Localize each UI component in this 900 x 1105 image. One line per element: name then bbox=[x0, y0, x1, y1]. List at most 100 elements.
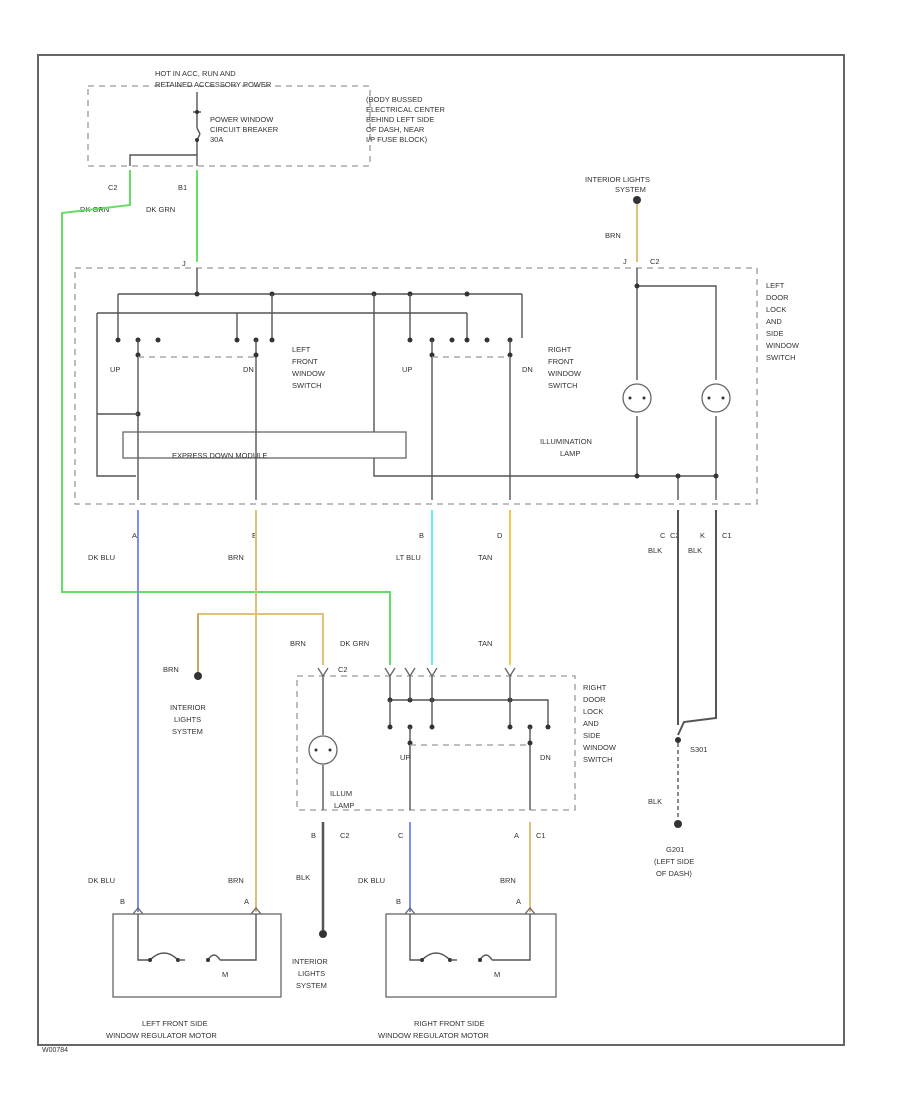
ground-loc-1: (LEFT SIDE bbox=[654, 857, 694, 866]
breaker-label-2: CIRCUIT BREAKER bbox=[210, 125, 279, 134]
right-switch-title-7: SWITCH bbox=[583, 755, 613, 764]
right-switch-pin-a: A bbox=[514, 831, 519, 840]
left-switch-title-1: LEFT bbox=[766, 281, 785, 290]
interior-lights-mid: BRN INTERIOR LIGHTS SYSTEM bbox=[163, 665, 206, 736]
left-motor-m: M bbox=[222, 970, 228, 979]
interior-bottom-label-2: LIGHTS bbox=[298, 969, 325, 978]
location-line-1: (BODY BUSSED bbox=[366, 95, 423, 104]
interior-mid-label-1: INTERIOR bbox=[170, 703, 206, 712]
pin-c2-left: C2 bbox=[670, 531, 680, 540]
interior-bottom-label-1: INTERIOR bbox=[292, 957, 328, 966]
illumination-lamp-label-1: ILLUMINATION bbox=[540, 437, 592, 446]
right-switch-wire-dk-grn: DK GRN bbox=[340, 639, 369, 648]
left-door-switch: LEFT DOOR LOCK AND SIDE WINDOW SWITCH J bbox=[74, 259, 800, 505]
left-motor-pin-a: A bbox=[244, 897, 249, 906]
wire-dk-grn-right: DK GRN bbox=[146, 205, 175, 214]
wire-brn-label: BRN bbox=[228, 553, 244, 562]
pin-k: K bbox=[700, 531, 705, 540]
interior-top-conn-c2: C2 bbox=[650, 257, 660, 266]
right-switch-pin-b: B bbox=[311, 831, 316, 840]
left-switch-title-2: DOOR bbox=[766, 293, 789, 302]
rf-dn-label: DN bbox=[522, 365, 533, 374]
illumination-lamp-label-2: LAMP bbox=[560, 449, 580, 458]
right-door-switch: BRN DK GRN TAN C2 RIGHT DOOR LOCK AND SI… bbox=[290, 639, 617, 840]
right-motor-pin-b: B bbox=[396, 897, 401, 906]
right-window-motor: DK BLU BRN B A M RIGHT FRONT SIDE WINDOW… bbox=[358, 876, 557, 1040]
rf-switch-label-2: FRONT bbox=[548, 357, 574, 366]
left-switch-title-3: LOCK bbox=[766, 305, 786, 314]
left-window-motor: DK BLU BRN B A M LEFT FRONT SIDE WINDOW … bbox=[88, 876, 282, 1040]
right-switch-title-1: RIGHT bbox=[583, 683, 607, 692]
right-motor-brn: BRN bbox=[500, 876, 516, 885]
right-switch-dn: DN bbox=[540, 753, 551, 762]
right-switch-title-4: AND bbox=[583, 719, 599, 728]
hot-label-1: HOT IN ACC, RUN AND bbox=[155, 69, 236, 78]
interior-mid-label-2: LIGHTS bbox=[174, 715, 201, 724]
right-motor-label-1: RIGHT FRONT SIDE bbox=[414, 1019, 485, 1028]
pin-b: B bbox=[419, 531, 424, 540]
left-switch-title-7: SWITCH bbox=[766, 353, 796, 362]
lf-switch-label-1: LEFT bbox=[292, 345, 311, 354]
pin-c1-left: C1 bbox=[722, 531, 732, 540]
location-line-5: I/P FUSE BLOCK) bbox=[366, 135, 428, 144]
right-switch-title-2: DOOR bbox=[583, 695, 606, 704]
rf-switch-label-1: RIGHT bbox=[548, 345, 572, 354]
wire-dk-grn-to-right-door bbox=[61, 170, 391, 665]
right-switch-pin-c: C bbox=[398, 831, 404, 840]
ground-splice: S301 BLK G201 (LEFT SIDE OF DASH) bbox=[648, 737, 708, 878]
left-switch-title-5: SIDE bbox=[766, 329, 784, 338]
figure-code: W00784 bbox=[42, 1047, 68, 1054]
left-motor-label-1: LEFT FRONT SIDE bbox=[142, 1019, 208, 1028]
lf-dn-label: DN bbox=[243, 365, 254, 374]
interior-mid-brn: BRN bbox=[163, 665, 179, 674]
left-motor-label-2: WINDOW REGULATOR MOTOR bbox=[106, 1031, 217, 1040]
interior-lights-bottom: BLK INTERIOR LIGHTS SYSTEM bbox=[292, 873, 328, 990]
interior-bottom-label-3: SYSTEM bbox=[296, 981, 327, 990]
wire-blk-label-1: BLK bbox=[648, 546, 662, 555]
interior-top-label-2: SYSTEM bbox=[615, 185, 646, 194]
left-motor-dk-blu: DK BLU bbox=[88, 876, 115, 885]
ground-g201: G201 bbox=[666, 845, 684, 854]
rf-switch-label-4: SWITCH bbox=[548, 381, 578, 390]
left-motor-brn: BRN bbox=[228, 876, 244, 885]
interior-lights-top: INTERIOR LIGHTS SYSTEM BRN J C2 bbox=[585, 175, 660, 266]
right-switch-wire-brn: BRN bbox=[290, 639, 306, 648]
pin-c: C bbox=[660, 531, 666, 540]
right-switch-up: UP bbox=[400, 753, 410, 762]
wire-dk-blu-label: DK BLU bbox=[88, 553, 115, 562]
lf-switch-label-3: WINDOW bbox=[292, 369, 326, 378]
interior-top-pin-j: J bbox=[623, 257, 627, 266]
right-switch-title-5: SIDE bbox=[583, 731, 601, 740]
right-switch-pin-c1: C1 bbox=[536, 831, 546, 840]
right-switch-pin-c2: C2 bbox=[340, 831, 350, 840]
location-line-3: BEHIND LEFT SIDE bbox=[366, 115, 434, 124]
express-down-module: EXPRESS DOWN MODULE bbox=[172, 451, 267, 460]
interior-top-label-1: INTERIOR LIGHTS bbox=[585, 175, 650, 184]
pin-d: D bbox=[497, 531, 503, 540]
interior-top-brn: BRN bbox=[605, 231, 621, 240]
illum-lamp-label-2: LAMP bbox=[334, 801, 354, 810]
interior-mid-label-3: SYSTEM bbox=[172, 727, 203, 736]
lf-switch-label-4: SWITCH bbox=[292, 381, 322, 390]
left-switch-pins: A E B D C C2 K C1 DK BLU BRN LT BLU TAN … bbox=[88, 531, 732, 562]
left-switch-title-4: AND bbox=[766, 317, 782, 326]
illum-lamp-label-1: ILLUM bbox=[330, 789, 352, 798]
right-switch-conn-c2: C2 bbox=[338, 665, 348, 674]
rf-switch-label-3: WINDOW bbox=[548, 369, 582, 378]
interior-bottom-blk: BLK bbox=[296, 873, 310, 882]
breaker-label-1: POWER WINDOW bbox=[210, 115, 274, 124]
lf-up-label: UP bbox=[110, 365, 120, 374]
ground-loc-2: OF DASH) bbox=[656, 869, 692, 878]
left-switch-title-6: WINDOW bbox=[766, 341, 800, 350]
rf-up-label: UP bbox=[402, 365, 412, 374]
wire-lt-blu-label: LT BLU bbox=[396, 553, 421, 562]
splice-s301: S301 bbox=[690, 745, 708, 754]
lf-switch-label-2: FRONT bbox=[292, 357, 318, 366]
location-line-2: ELECTRICAL CENTER bbox=[366, 105, 445, 114]
fuse-block: HOT IN ACC, RUN AND RETAINED ACCESSORY P… bbox=[80, 69, 445, 214]
right-motor-m: M bbox=[494, 970, 500, 979]
right-switch-wire-tan: TAN bbox=[478, 639, 492, 648]
wire-blk-label-2: BLK bbox=[688, 546, 702, 555]
right-motor-pin-a: A bbox=[516, 897, 521, 906]
